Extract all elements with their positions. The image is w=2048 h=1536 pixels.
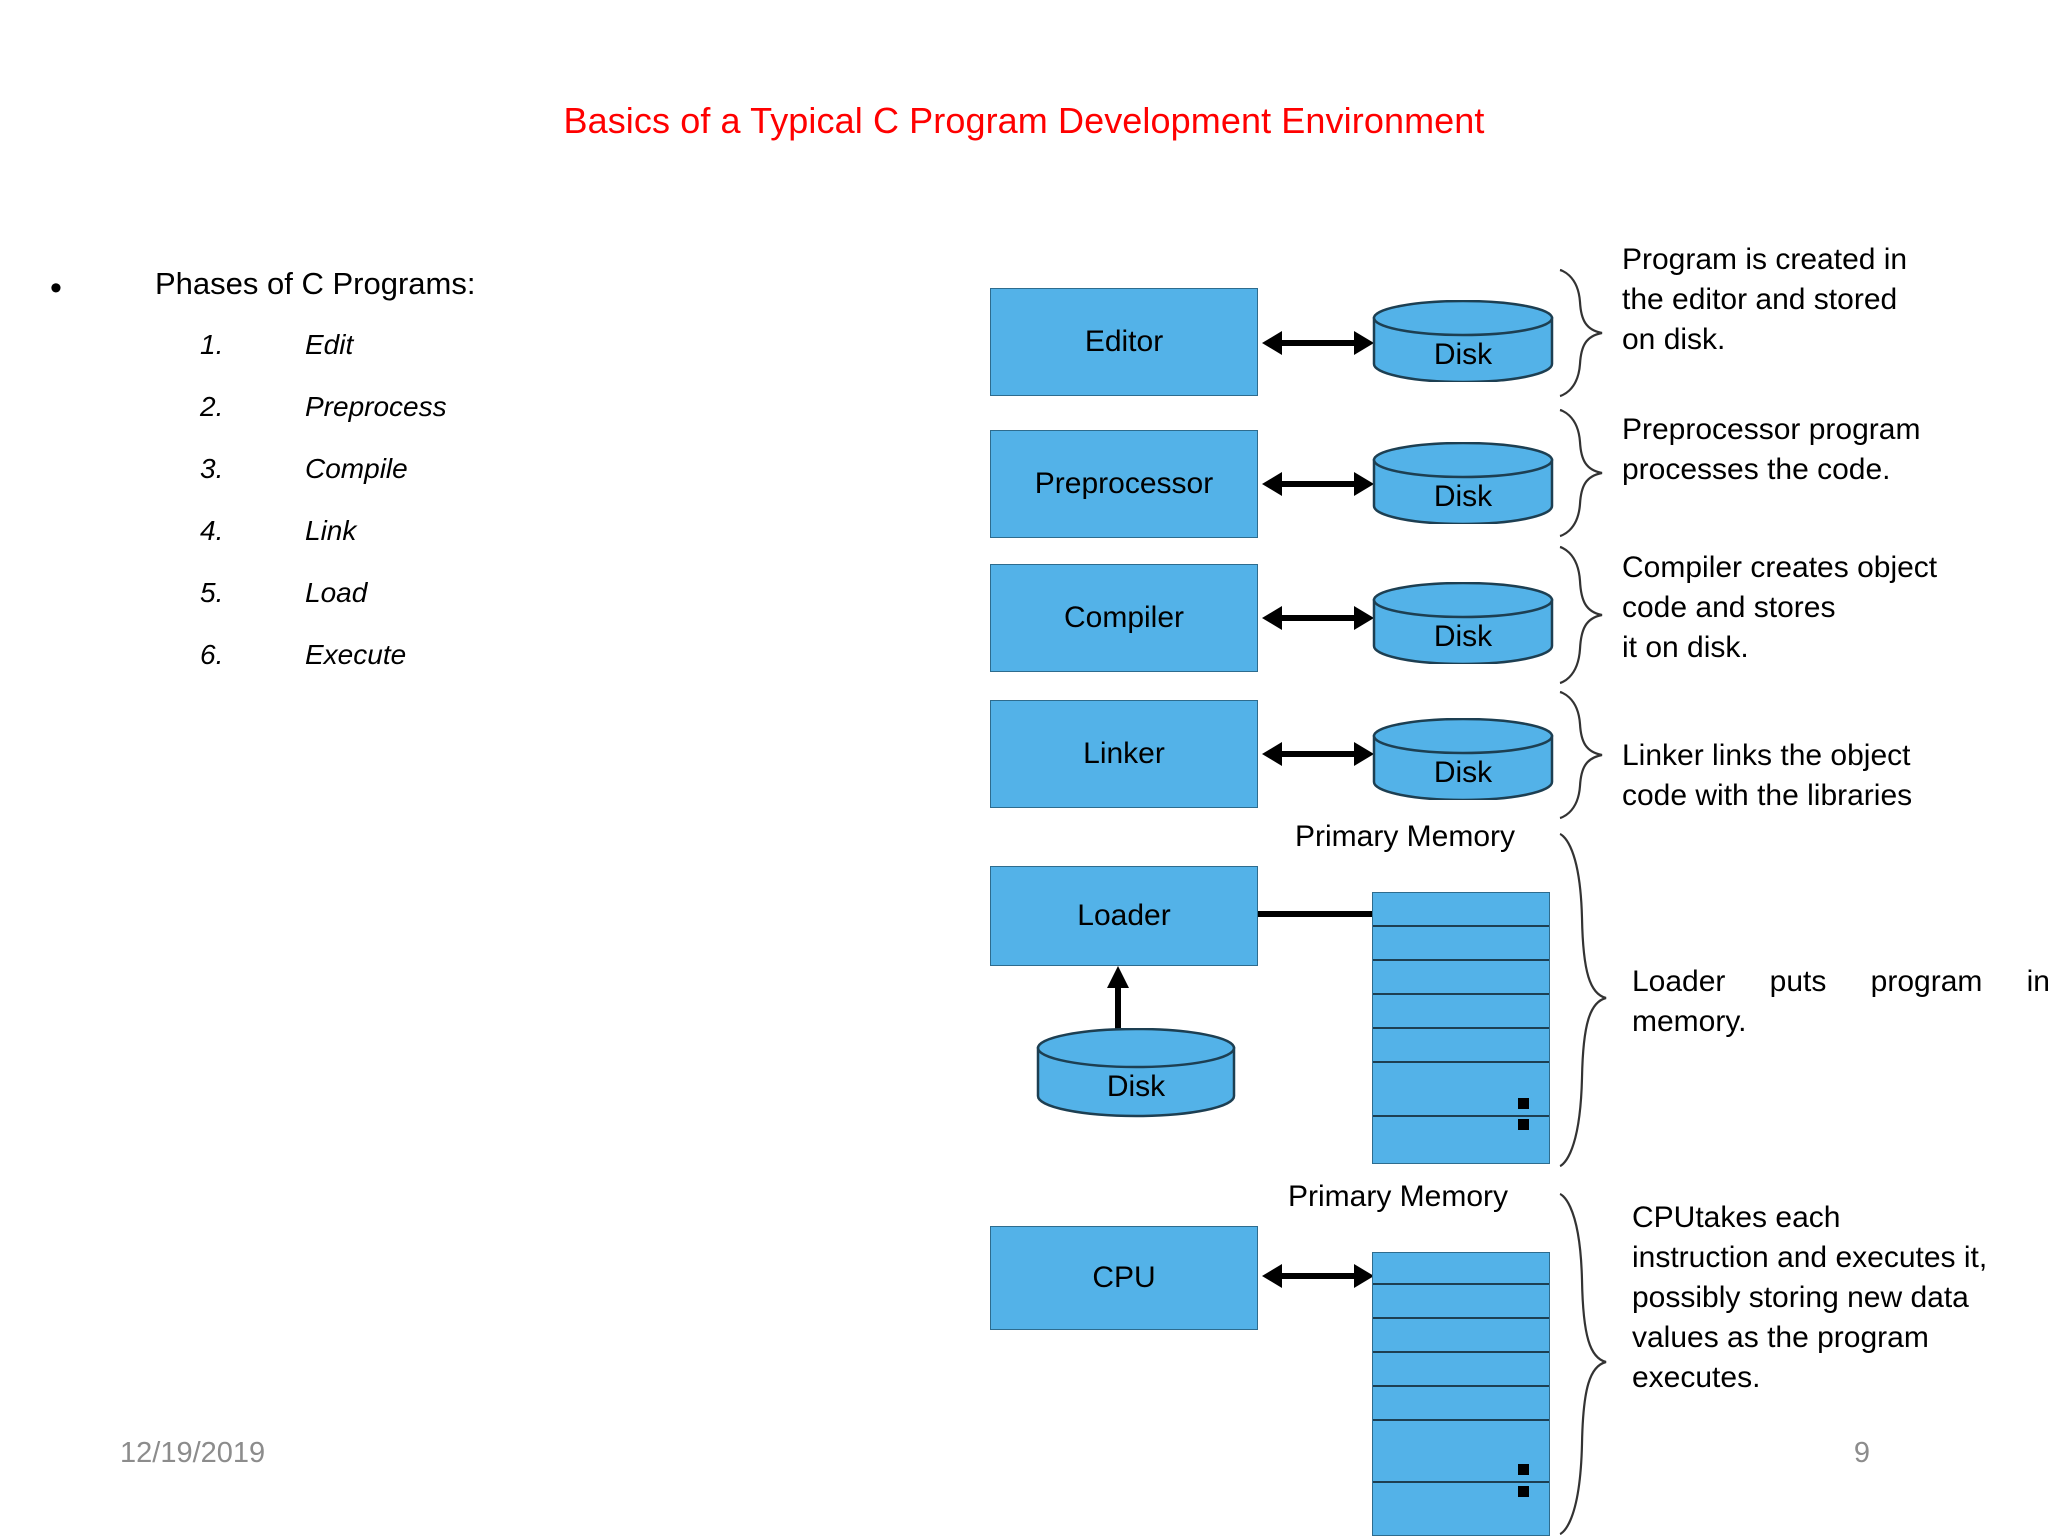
- annotation-line: Compiler creates object: [1622, 551, 1938, 584]
- annotation-line: executes.: [1632, 1360, 1761, 1394]
- annotation-preprocessor: Preprocessor program processes the code.: [1622, 410, 2022, 490]
- annotation-line: Loader puts program in: [1632, 965, 2048, 998]
- disk-label: Disk: [1433, 756, 1493, 789]
- annotation-line: possibly storing new data: [1632, 1280, 1969, 1314]
- process-box-linker: Linker: [990, 700, 1258, 808]
- disk-cylinder-editor: Disk: [1372, 300, 1554, 382]
- annotation-line: Linker links the object: [1622, 739, 1911, 772]
- annotation-line: Program is created in: [1622, 243, 1908, 276]
- brace-loader: [1556, 832, 1620, 1168]
- memory-cell: [1373, 995, 1549, 1029]
- brace-compiler: [1556, 545, 1616, 685]
- disk-label: Disk: [1433, 338, 1493, 371]
- disk-label: Disk: [1106, 1070, 1166, 1103]
- list-item-label: Execute: [305, 639, 407, 670]
- memory-cell: [1373, 1421, 1549, 1483]
- annotation-line: Preprocessor program: [1622, 413, 1921, 446]
- annotation-line: processes the code.: [1622, 452, 1891, 486]
- memory-marker-dot: [1518, 1119, 1529, 1130]
- process-box-editor: Editor: [990, 288, 1258, 396]
- annotation-line: it on disk.: [1622, 630, 1749, 664]
- brace-editor: [1556, 268, 1616, 398]
- annotation-line: code with the libraries: [1622, 778, 1913, 812]
- memory-cell: [1373, 1353, 1549, 1387]
- memory-marker-dot: [1518, 1464, 1529, 1475]
- memory-cell: [1373, 1253, 1549, 1285]
- memory-cell: [1373, 893, 1549, 927]
- annotation-compiler: Compiler creates object code and stores …: [1622, 548, 2022, 668]
- memory-marker-dot: [1518, 1486, 1529, 1497]
- annotation-loader: Loader puts program in memory.: [1632, 962, 2048, 1042]
- list-item: 1. Edit: [50, 327, 670, 389]
- list-item-index: 2.: [200, 391, 224, 422]
- arrow-linker-disk: [1262, 736, 1374, 772]
- disk-cylinder-loader: Disk: [1036, 1028, 1236, 1118]
- list-item: 3. Compile: [50, 451, 670, 513]
- annotation-editor: Program is created in the editor and sto…: [1622, 240, 2012, 360]
- brace-cpu: [1556, 1192, 1620, 1536]
- memory-caption-loader: Primary Memory: [1295, 820, 1516, 853]
- annotation-linker: Linker links the object code with the li…: [1622, 736, 2022, 816]
- list-item-index: 4.: [200, 515, 224, 546]
- process-box-cpu: CPU: [990, 1226, 1258, 1330]
- list-item-label: Preprocess: [305, 391, 447, 422]
- annotation-cpu: CPUtakes each instruction and executes i…: [1632, 1198, 2048, 1397]
- process-box-compiler: Compiler: [990, 564, 1258, 672]
- memory-caption-cpu: Primary Memory: [1288, 1180, 1509, 1213]
- memory-cell: [1373, 1319, 1549, 1353]
- page-title: Basics of a Typical C Program Developmen…: [563, 100, 1485, 141]
- disk-cylinder-compiler: Disk: [1372, 582, 1554, 664]
- memory-cell: [1373, 1285, 1549, 1319]
- footer-date: 12/19/2019: [120, 1437, 266, 1469]
- list-item: 2. Preprocess: [50, 389, 670, 451]
- list-item-label: Compile: [305, 453, 408, 484]
- page-number-value: 9: [1853, 1437, 1871, 1469]
- memory-cell: [1373, 1117, 1549, 1163]
- disk-cylinder-preprocessor: Disk: [1372, 442, 1554, 524]
- memory-cell: [1373, 1387, 1549, 1421]
- memory-block-loader: [1372, 892, 1550, 1164]
- annotation-line: code and stores: [1622, 590, 1836, 624]
- disk-cylinder-linker: Disk: [1372, 718, 1554, 800]
- annotation-line: CPUtakes each: [1632, 1201, 1841, 1234]
- list-item-label: Link: [305, 515, 357, 546]
- list-item-index: 6.: [200, 639, 224, 670]
- list-item-label: Load: [305, 577, 368, 608]
- memory-cell: [1373, 927, 1549, 961]
- list-item-index: 5.: [200, 577, 224, 608]
- list-item-index: 1.: [200, 329, 224, 360]
- annotation-line: memory.: [1632, 1004, 1747, 1038]
- process-box-preprocessor: Preprocessor: [990, 430, 1258, 538]
- arrow-compiler-disk: [1262, 600, 1374, 636]
- phases-list: • Phases of C Programs: 1. Edit 2. Prepr…: [50, 265, 670, 699]
- memory-cell: [1373, 961, 1549, 995]
- disk-label: Disk: [1433, 480, 1493, 513]
- arrow-cpu-memory: [1262, 1258, 1374, 1294]
- brace-preprocessor: [1556, 408, 1616, 538]
- disk-label: Disk: [1433, 620, 1493, 653]
- memory-cell: [1373, 1029, 1549, 1063]
- footer-page-number: 9: [0, 1437, 2048, 1470]
- brace-linker: [1556, 690, 1616, 820]
- annotation-line: values as the program: [1632, 1320, 1929, 1354]
- phases-heading: Phases of C Programs:: [155, 266, 476, 301]
- memory-cell: [1373, 1483, 1549, 1535]
- list-item: 4. Link: [50, 513, 670, 575]
- list-item: 5. Load: [50, 575, 670, 637]
- memory-block-cpu: [1372, 1252, 1550, 1536]
- memory-cell: [1373, 1063, 1549, 1117]
- arrow-preprocessor-disk: [1262, 466, 1374, 502]
- annotation-line: on disk.: [1622, 322, 1726, 356]
- annotation-line: the editor and stored: [1622, 282, 1898, 316]
- memory-marker-dot: [1518, 1098, 1529, 1109]
- annotation-line: instruction and executes it,: [1632, 1240, 1988, 1274]
- list-item: 6. Execute: [50, 637, 670, 699]
- bullet-icon: •: [50, 269, 62, 307]
- list-item-label: Edit: [305, 329, 354, 360]
- phases-heading-row: • Phases of C Programs:: [50, 265, 670, 327]
- arrow-editor-disk: [1262, 325, 1374, 361]
- list-item-index: 3.: [200, 453, 224, 484]
- process-box-loader: Loader: [990, 866, 1258, 966]
